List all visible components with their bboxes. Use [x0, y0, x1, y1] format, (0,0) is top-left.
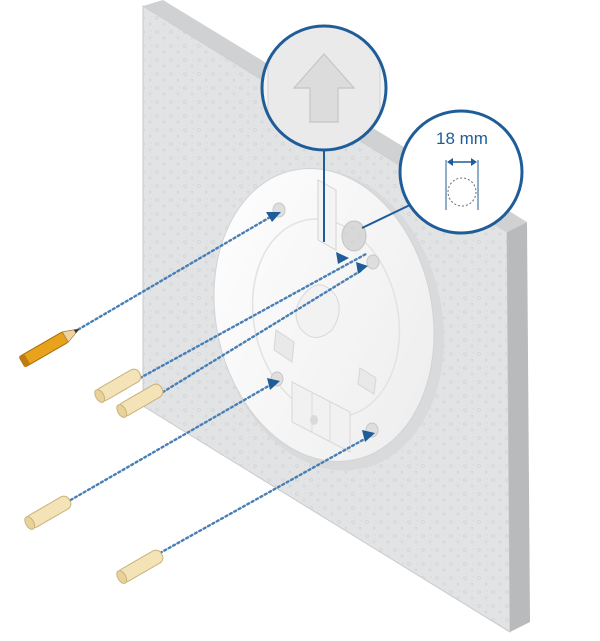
guide-line-pencil — [72, 214, 274, 334]
pencil-icon — [19, 328, 81, 368]
arrow-left-icon — [447, 158, 453, 166]
guide-line-anchor-3 — [60, 382, 274, 507]
callout-direction — [260, 24, 388, 152]
mounting-plate — [213, 168, 445, 471]
callout-leader-right — [361, 203, 413, 229]
wall-anchor-icon — [94, 368, 142, 403]
up-arrow-icon — [292, 53, 356, 123]
wall-anchor-icon — [116, 383, 164, 418]
arrowhead-icon — [336, 252, 349, 264]
guide-lines — [60, 214, 372, 555]
arrow-right-icon — [471, 158, 477, 166]
arrowhead-icon — [356, 262, 368, 274]
wall-anchor-icon — [116, 549, 164, 584]
arrowhead-icon — [266, 212, 281, 222]
guide-line-anchor-1 — [138, 252, 368, 380]
guide-arrowheads — [266, 212, 375, 442]
arrowhead-icon — [267, 378, 280, 390]
hole-diameter-label: 18 mm — [436, 129, 488, 148]
drill-hole-outline — [447, 177, 477, 207]
guide-line-anchor-4 — [158, 434, 372, 555]
guide-line-anchor-2 — [148, 268, 364, 402]
callout-hole-diameter: 18 mm — [398, 109, 524, 235]
wall-anchor-icon — [24, 495, 72, 530]
arrowhead-icon — [362, 430, 375, 442]
